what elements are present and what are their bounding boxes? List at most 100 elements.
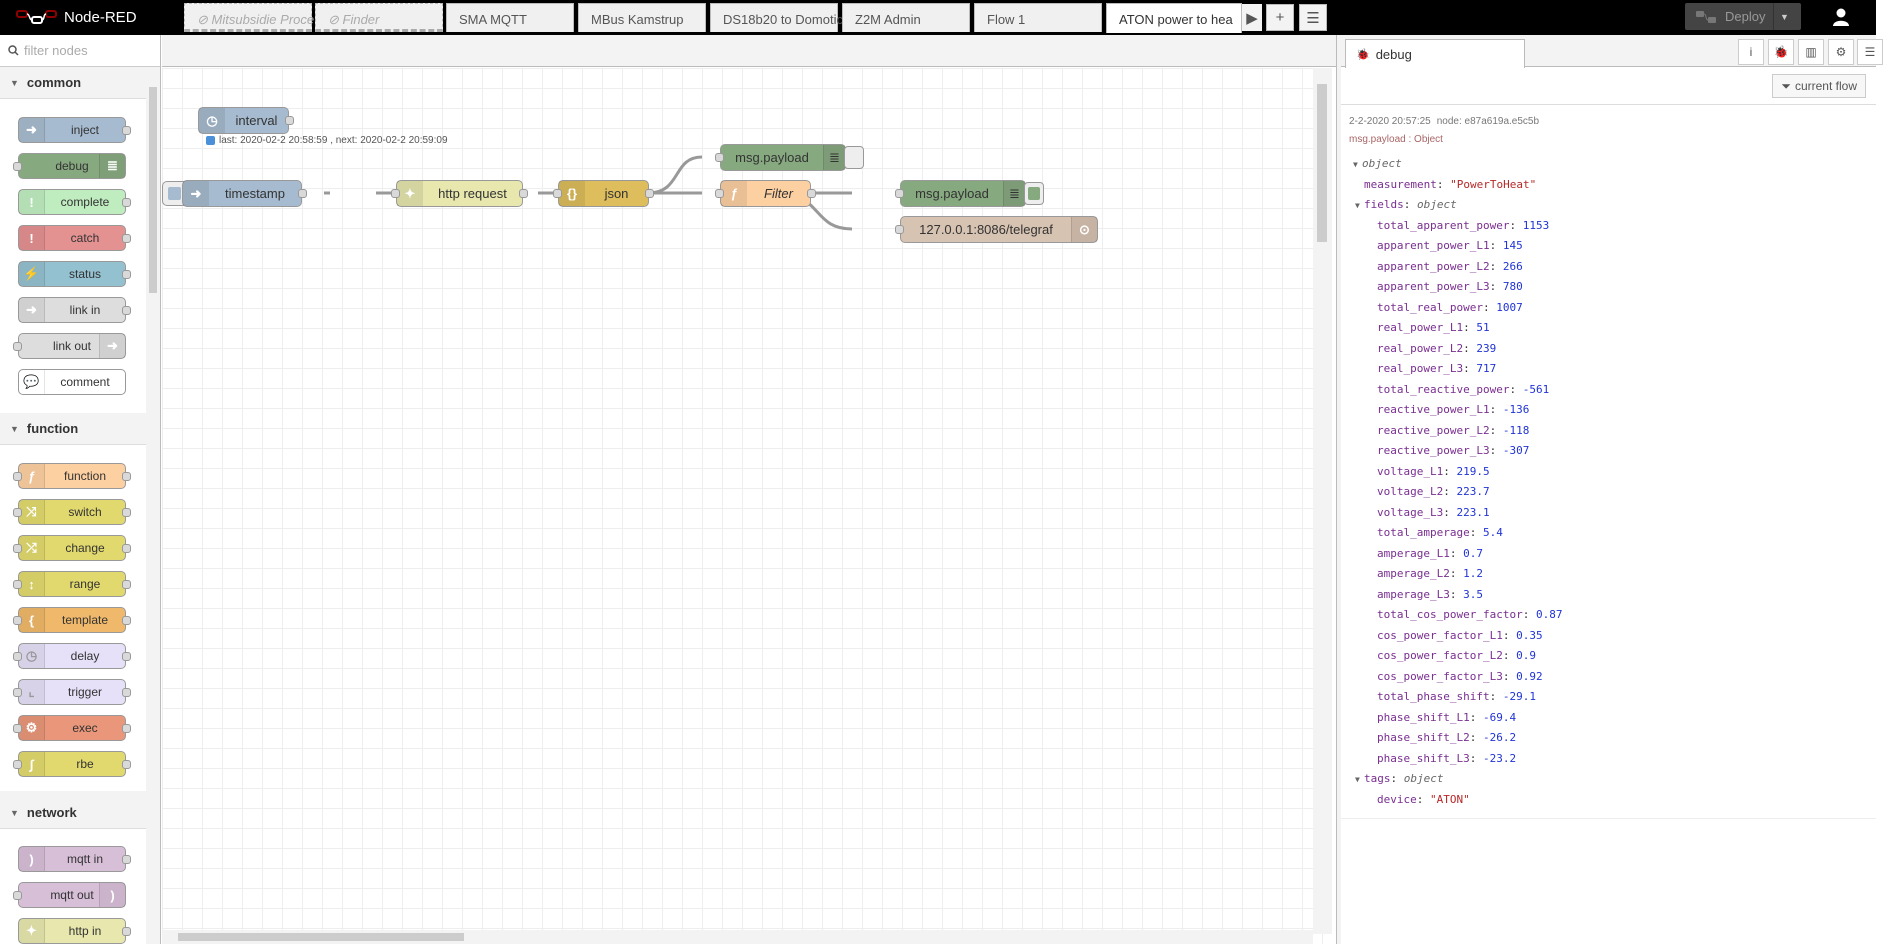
- info-icon[interactable]: i: [1738, 39, 1764, 65]
- globe-icon: ✦: [397, 181, 423, 206]
- flow-node-influxdb-out[interactable]: 127.0.0.1:8086/telegraf⊙: [895, 216, 1098, 243]
- tab-mbus-kamstrup[interactable]: MBus Kamstrup: [578, 3, 706, 32]
- debug-toggle-button[interactable]: [1024, 182, 1044, 205]
- flow-node-msg-payload-2[interactable]: msg.payload≣: [895, 180, 1026, 207]
- debug-toggle-button[interactable]: [844, 146, 864, 169]
- palette-node-debug[interactable]: debug≣: [13, 153, 126, 179]
- tree-row-field: voltage_L2: 223.7: [1377, 485, 1490, 498]
- sidebar-tab-debug[interactable]: 🐞debug: [1345, 39, 1525, 68]
- tree-row-field: phase_shift_L1: -69.4: [1377, 710, 1517, 724]
- chevron-down-icon: ▼: [10, 807, 19, 818]
- tab-flow-1[interactable]: Flow 1: [974, 3, 1102, 32]
- current-flow-filter-button[interactable]: ⏷current flow: [1772, 74, 1866, 98]
- tree-row-field: voltage_L1: 219.5: [1377, 464, 1490, 478]
- debug-toolbar: ⏷current flow: [1341, 67, 1876, 105]
- chevron-down-icon: ▼: [10, 77, 19, 88]
- palette-node-mqtt-in[interactable]: )mqtt in: [18, 846, 131, 872]
- canvas-vertical-scrollbar[interactable]: [1313, 68, 1332, 934]
- palette-node-status[interactable]: ⚡status: [18, 261, 131, 287]
- flow-node-interval[interactable]: ◷interval: [198, 107, 294, 134]
- tree-row-field: amperage_L3: 3.5: [1377, 587, 1483, 601]
- tab-aton-power[interactable]: ATON power to hea: [1106, 3, 1242, 33]
- link-arrow-icon: ➜: [19, 298, 45, 322]
- switch-branch-icon: ⤨: [19, 500, 45, 524]
- palette-node-trigger[interactable]: ⌞trigger: [13, 679, 131, 705]
- tree-row-field: reactive_power_L2: -118: [1377, 423, 1530, 437]
- palette-node-range[interactable]: ↕range: [13, 571, 131, 597]
- tree-row-field: apparent_power_L3: 780: [1377, 280, 1523, 293]
- deploy-menu-caret-icon[interactable]: ▼: [1773, 3, 1795, 30]
- tree-row-tags[interactable]: ▼tags: object: [1349, 769, 1868, 790]
- flow-node-json[interactable]: {}json: [553, 180, 654, 207]
- inject-arrow-icon: ➜: [19, 118, 45, 142]
- palette-scrollbar[interactable]: [146, 85, 160, 944]
- tab-z2m-admin[interactable]: Z2M Admin: [842, 3, 970, 32]
- json-brace-icon: {}: [559, 181, 585, 206]
- tree-root[interactable]: ▼object: [1349, 154, 1868, 175]
- sidebar-menu-icon[interactable]: ☰: [1857, 39, 1883, 65]
- function-f-icon: ƒ: [721, 181, 747, 206]
- tree-row-field: total_reactive_power: -561: [1377, 382, 1550, 396]
- bug-icon: 🐞: [1356, 48, 1370, 61]
- comment-bubble-icon: 💬: [19, 370, 45, 394]
- palette-node-switch[interactable]: ⤨switch: [13, 499, 131, 525]
- flow-node-msg-payload-1[interactable]: msg.payload≣: [715, 144, 846, 171]
- palette-node-comment[interactable]: 💬comment: [18, 369, 126, 395]
- category-header-common[interactable]: ▼common: [0, 67, 146, 99]
- tree-row-field: phase_shift_L2: -26.2: [1377, 731, 1517, 744]
- sidebar-resize-handle[interactable]: [1336, 35, 1341, 944]
- palette-node-http-in[interactable]: ✦http in: [18, 918, 131, 944]
- palette-node-mqtt-out[interactable]: mqtt out): [13, 882, 126, 908]
- category-header-function[interactable]: ▼function: [0, 413, 146, 445]
- palette-node-template[interactable]: {template: [13, 607, 131, 633]
- palette-node-inject[interactable]: ➜inject: [18, 117, 131, 143]
- globe-icon: ✦: [19, 919, 45, 943]
- palette-node-change[interactable]: ⤮change: [13, 535, 131, 561]
- add-flow-button[interactable]: +: [1266, 4, 1294, 31]
- palette-node-exec[interactable]: ⚙exec: [13, 715, 131, 741]
- shuffle-icon: ⤮: [19, 536, 45, 560]
- canvas-horizontal-scrollbar[interactable]: [162, 930, 1313, 944]
- workspace-tabs: [162, 35, 1336, 67]
- debug-message-topic: msg.payload : Object: [1349, 134, 1443, 145]
- user-menu-icon[interactable]: [1830, 6, 1852, 28]
- palette-node-delay[interactable]: ◷delay: [13, 643, 131, 669]
- database-icon: ⊙: [1071, 217, 1097, 242]
- inject-arrow-icon: ➜: [183, 181, 209, 206]
- tab-ds18b20[interactable]: DS18b20 to Domotic: [710, 3, 843, 32]
- tree-row-field: total_amperage: 5.4: [1377, 526, 1503, 539]
- palette-search-input[interactable]: filter nodes: [24, 43, 88, 58]
- palette-node-link-in[interactable]: ➜link in: [18, 297, 131, 323]
- tab-mitsubsidie[interactable]: ⊘ Mitsubsidie Proce: [184, 3, 314, 32]
- chart-icon[interactable]: ▥: [1798, 39, 1824, 65]
- category-header-network[interactable]: ▼network: [0, 797, 146, 829]
- palette-search[interactable]: filter nodes: [0, 35, 160, 67]
- palette-node-rbe[interactable]: ∫rbe: [13, 751, 131, 777]
- deploy-button[interactable]: Deploy ▼: [1685, 3, 1801, 30]
- app-title: Node-RED: [64, 8, 137, 26]
- palette-node-catch[interactable]: !catch: [18, 225, 131, 251]
- gear-icon[interactable]: ⚙: [1828, 39, 1854, 65]
- palette-node-complete[interactable]: !complete: [18, 189, 131, 215]
- tab-scroll-right-icon[interactable]: ▶: [1242, 4, 1262, 31]
- flow-node-http-request[interactable]: ✦http request: [391, 180, 528, 207]
- tree-row-field: voltage_L3: 223.1: [1377, 505, 1490, 519]
- flow-node-timestamp[interactable]: ➜timestamp: [182, 180, 307, 207]
- deploy-icon: [1695, 10, 1717, 24]
- trigger-icon: ⌞: [19, 680, 45, 704]
- palette-node-link-out[interactable]: link out➜: [13, 333, 126, 359]
- flow-list-menu-icon[interactable]: ☰: [1299, 4, 1327, 31]
- tree-row-fields[interactable]: ▼fields: object: [1349, 195, 1868, 216]
- tree-row-measurement: measurement: "PowerToHeat": [1364, 177, 1537, 191]
- tab-sma-mqtt[interactable]: SMA MQTT: [446, 3, 574, 32]
- flow-canvas[interactable]: ◷interval last: 2020-02-2 20:58:59 , nex…: [162, 68, 1332, 944]
- tab-finder[interactable]: ⊘ Finder: [315, 3, 443, 32]
- chevron-down-icon: ▼: [10, 423, 19, 434]
- caret-down-icon: ▼: [1355, 775, 1360, 784]
- deploy-label: Deploy: [1725, 9, 1766, 24]
- bug-icon[interactable]: 🐞: [1768, 39, 1794, 65]
- tree-row-field: total_cos_power_factor: 0.87: [1377, 608, 1563, 621]
